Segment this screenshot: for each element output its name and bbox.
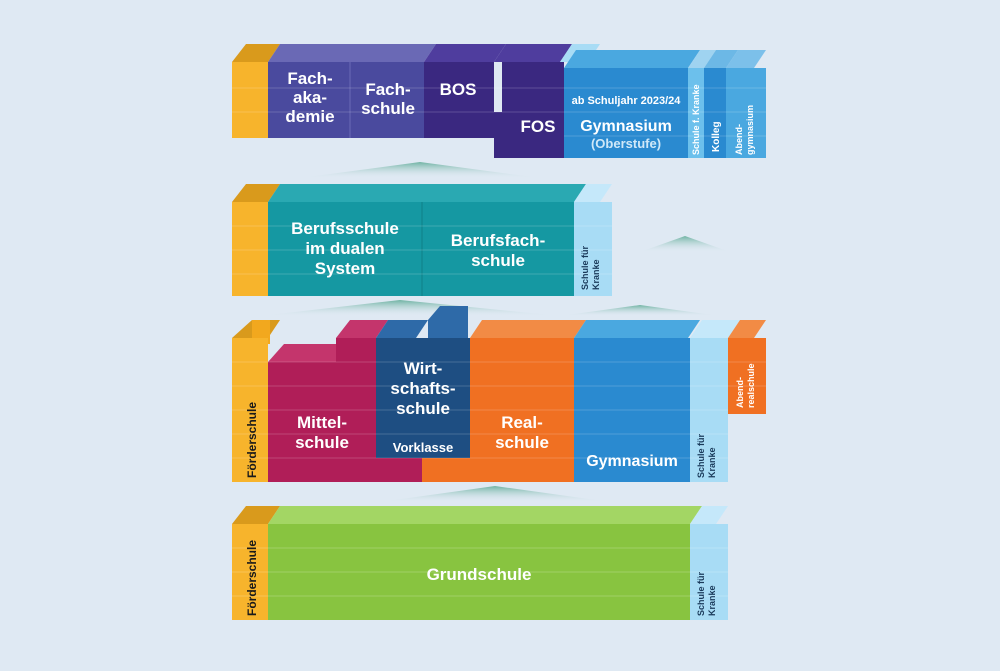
transition-shapes	[260, 162, 730, 502]
wirtschaftsschule-block	[376, 338, 470, 458]
gymnasium-oberstufe-block	[564, 68, 688, 158]
fachschule-line2: schule	[361, 99, 415, 118]
fos-block	[494, 62, 564, 158]
gymnasium-label: Gymnasium	[586, 453, 678, 470]
schule-kranke-prim-line1: Schule für	[696, 571, 706, 616]
schule-kranke-sec-line1: Schule für	[696, 433, 706, 478]
level-primary: Förderschule Grundschule Schule für Kran…	[232, 506, 728, 620]
realschule-block	[470, 338, 574, 482]
berufsschule-block	[268, 202, 574, 296]
schule-kranke-top-label: Schule f. Kranke	[691, 84, 701, 155]
kolleg-label: Kolleg	[711, 121, 722, 152]
gymnasium-top-label: Gymnasium	[580, 118, 672, 135]
gymnasium-block	[574, 338, 690, 482]
level-secondary: Förderschule Mittel- schule Wirt- schaft…	[232, 306, 766, 482]
schule-kranke-voc-line2: Kranke	[591, 259, 601, 290]
mittelschule-line2: schule	[295, 433, 349, 452]
oberstufe-label: (Oberstufe)	[591, 136, 661, 151]
berufsschule-line2: im dualen	[305, 239, 384, 258]
bos-label: BOS	[440, 80, 477, 99]
realschule-line1: Real-	[501, 413, 543, 432]
wirtschaftsschule-line1: Wirt-	[404, 359, 443, 378]
realschule-line2: schule	[495, 433, 549, 452]
mittelschule-line1: Mittel-	[297, 413, 347, 432]
fachakademie-block	[268, 62, 424, 138]
berufsschule-line1: Berufsschule	[291, 219, 399, 238]
berufsfachschule-line2: schule	[471, 251, 525, 270]
gym-note-label: ab Schuljahr 2023/24	[572, 95, 682, 107]
level-top: Fach- aka- demie Fach- schule BOS FOS ab…	[232, 44, 766, 158]
wirtschaftsschule-line3: schule	[396, 399, 450, 418]
schule-kranke-voc-line1: Schule für	[580, 245, 590, 290]
fachakademie-line3: demie	[285, 107, 334, 126]
fos-label: FOS	[521, 117, 556, 136]
vorklasse-label: Vorklasse	[393, 440, 453, 455]
abendgymnasium-line1: Abend-	[734, 124, 744, 155]
fachschule-line1: Fach-	[365, 80, 410, 99]
fachakademie-line2: aka-	[293, 88, 327, 107]
foerderschule-prim-label: Förderschule	[245, 540, 259, 616]
grundschule-label: Grundschule	[427, 565, 532, 584]
berufsfachschule-line1: Berufsfach-	[451, 231, 545, 250]
wirtschaftsschule-line2: schafts-	[390, 379, 455, 398]
schule-kranke-sec-line2: Kranke	[707, 447, 717, 478]
abendrealschule-line2: realschule	[746, 363, 756, 408]
berufsschule-line3: System	[315, 259, 375, 278]
abendgymnasium-line2: gymnasium	[745, 105, 755, 155]
grundschule-block	[268, 524, 690, 620]
schule-kranke-prim-line2: Kranke	[707, 585, 717, 616]
foerderschule-sec-label: Förderschule	[245, 402, 259, 478]
abendrealschule-line1: Abend-	[735, 377, 745, 408]
fachakademie-line1: Fach-	[287, 69, 332, 88]
level-vocational: Berufsschule im dualen System Berufsfach…	[232, 184, 612, 296]
